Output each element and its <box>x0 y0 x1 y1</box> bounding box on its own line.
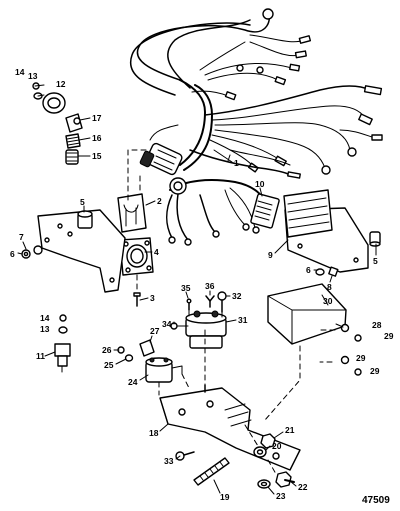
callout-24: 24 <box>128 377 138 387</box>
callout-27: 27 <box>150 326 160 336</box>
callout-29-b: 29 <box>356 353 366 363</box>
screw-35 <box>186 298 192 311</box>
nut-21 <box>260 433 276 449</box>
switch-15 <box>65 149 79 165</box>
callout-labels: 1 2 3 4 5 5 6 6 7 8 9 10 11 12 13 13 14 … <box>10 67 394 502</box>
adapter-16 <box>65 133 81 149</box>
callout-10: 10 <box>255 179 265 189</box>
bracket-screw <box>133 292 141 307</box>
left-mount-plate <box>37 209 126 293</box>
sender-17 <box>65 113 83 133</box>
callout-22: 22 <box>298 482 308 492</box>
callout-5-left: 5 <box>80 197 85 207</box>
callout-20: 20 <box>272 441 282 451</box>
callout-25: 25 <box>104 360 114 370</box>
callout-17: 17 <box>92 113 102 123</box>
callout-29-c: 29 <box>370 366 380 376</box>
screw-29c <box>354 368 362 376</box>
callout-31: 31 <box>238 315 248 325</box>
stud-19 <box>193 457 230 486</box>
mounting-bracket <box>119 237 154 276</box>
bolt-22 <box>275 471 295 488</box>
callout-13-mid: 13 <box>40 324 50 334</box>
washer-left <box>21 249 31 259</box>
callout-28: 28 <box>372 320 382 330</box>
callout-2: 2 <box>157 196 162 206</box>
callout-6-right: 6 <box>306 265 311 275</box>
callout-29-a: 29 <box>384 331 394 341</box>
callout-6-left: 6 <box>10 249 15 259</box>
nut-left <box>33 245 43 255</box>
callout-19: 19 <box>220 492 230 502</box>
solenoid-31 <box>170 310 227 349</box>
callout-30: 30 <box>323 296 333 306</box>
cover-30 <box>267 283 347 345</box>
sensor-11 <box>54 343 71 373</box>
callout-5-right: 5 <box>373 256 378 266</box>
leader-lines <box>17 84 377 495</box>
callout-15: 15 <box>92 151 102 161</box>
callout-36: 36 <box>205 281 215 291</box>
screw-33 <box>175 451 195 461</box>
washer-23 <box>257 479 271 489</box>
spacer-left <box>77 210 93 229</box>
callout-12: 12 <box>56 79 66 89</box>
callout-16: 16 <box>92 133 102 143</box>
callout-9: 9 <box>268 250 273 260</box>
spacer-right <box>369 231 381 247</box>
harness-plug-top <box>262 8 274 20</box>
callout-14-mid: 14 <box>40 313 50 323</box>
callout-1: 1 <box>234 158 239 168</box>
callout-23: 23 <box>276 491 286 501</box>
control-module <box>283 189 369 273</box>
callout-8: 8 <box>327 282 332 292</box>
washer-25 <box>124 354 134 362</box>
hardware-28 <box>340 323 350 333</box>
connector-cap <box>117 193 147 233</box>
wiring-harness <box>129 8 383 179</box>
callout-14-top: 14 <box>15 67 25 77</box>
callout-13-top: 13 <box>28 71 38 81</box>
screw-29b <box>340 355 350 365</box>
callout-3: 3 <box>150 293 155 303</box>
washer-20 <box>253 446 267 458</box>
callout-35: 35 <box>181 283 191 293</box>
plug-12 <box>42 92 66 114</box>
callout-11: 11 <box>36 351 45 361</box>
sub-harness-plug <box>250 193 280 229</box>
plate-number: 47509 <box>362 495 390 506</box>
screw-29a <box>354 334 362 342</box>
callout-21: 21 <box>285 425 295 435</box>
washer-13-mid <box>58 326 68 334</box>
callout-7: 7 <box>19 232 24 242</box>
terminal-27 <box>139 339 155 357</box>
callout-33: 33 <box>164 456 174 466</box>
relay-24 <box>145 357 183 383</box>
nut-right <box>328 266 339 277</box>
callout-34: 34 <box>162 319 172 329</box>
callout-32: 32 <box>232 291 242 301</box>
harness-main-connector <box>139 142 183 176</box>
callout-4: 4 <box>154 247 159 257</box>
screw-14-mid <box>59 314 67 322</box>
callout-26: 26 <box>102 345 112 355</box>
clip-36 <box>205 295 215 308</box>
bolt-32 <box>217 291 227 313</box>
callout-18: 18 <box>149 428 159 438</box>
